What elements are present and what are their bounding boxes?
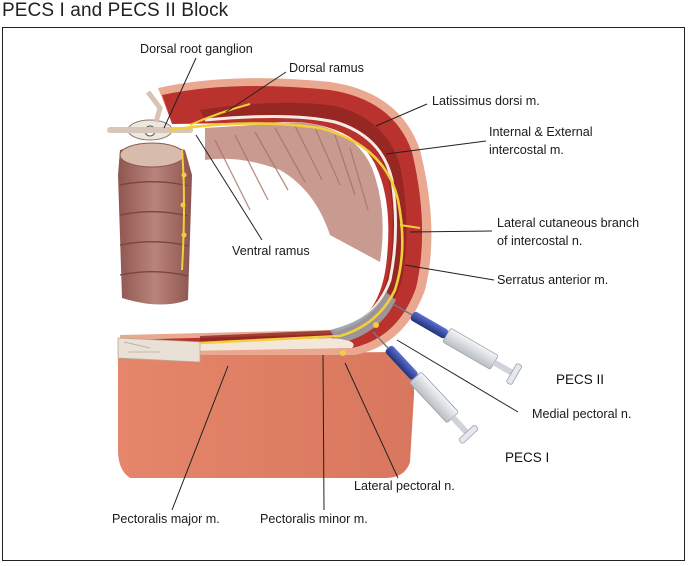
label-lateral-cutaneous-line1: Lateral cutaneous branch <box>497 216 639 230</box>
syringe-pecs-i <box>372 331 479 444</box>
vertebral-column <box>107 90 193 305</box>
label-pecs-i: PECS I <box>505 450 549 465</box>
label-dorsal-ramus: Dorsal ramus <box>289 61 364 75</box>
leader-lateral-cutaneous <box>409 230 493 233</box>
intercostal-muscle-region <box>205 122 383 262</box>
leader-pectoralis-major <box>171 365 229 511</box>
label-intercostal-line2: intercostal m. <box>489 143 564 157</box>
pectoralis-insertion <box>117 337 201 363</box>
leader-serratus-anterior <box>404 264 495 281</box>
syringe-pecs-ii <box>392 303 522 385</box>
intercostal-nerve <box>169 103 421 356</box>
figure-frame <box>2 27 685 561</box>
leader-dorsal-root-ganglion <box>163 57 197 129</box>
label-serratus-anterior: Serratus anterior m. <box>497 273 608 287</box>
label-intercostal-line1: Internal & External <box>489 125 593 139</box>
label-dorsal-root-ganglion: Dorsal root ganglion <box>140 42 253 56</box>
leader-pectoralis-minor <box>322 354 325 511</box>
label-medial-pectoral: Medial pectoral n. <box>532 407 631 421</box>
leader-lateral-pectoral <box>344 362 399 479</box>
label-lateral-pectoral: Lateral pectoral n. <box>354 479 455 493</box>
leader-lines <box>163 57 519 511</box>
label-pecs-ii: PECS II <box>556 372 604 387</box>
leader-dorsal-ramus <box>225 71 287 113</box>
label-pectoralis-major: Pectoralis major m. <box>112 512 220 526</box>
label-latissimus-dorsi: Latissimus dorsi m. <box>432 94 540 108</box>
page-title: PECS I and PECS II Block <box>2 0 229 21</box>
leader-latissimus-dorsi <box>375 103 428 127</box>
leader-medial-pectoral <box>396 339 519 413</box>
leader-intercostal <box>385 140 487 155</box>
leader-ventral-ramus <box>195 134 263 241</box>
label-pectoralis-minor: Pectoralis minor m. <box>260 512 368 526</box>
chest-wall-section <box>118 352 415 478</box>
label-lateral-cutaneous-line2: of intercostal n. <box>497 234 582 248</box>
label-ventral-ramus: Ventral ramus <box>232 244 310 258</box>
